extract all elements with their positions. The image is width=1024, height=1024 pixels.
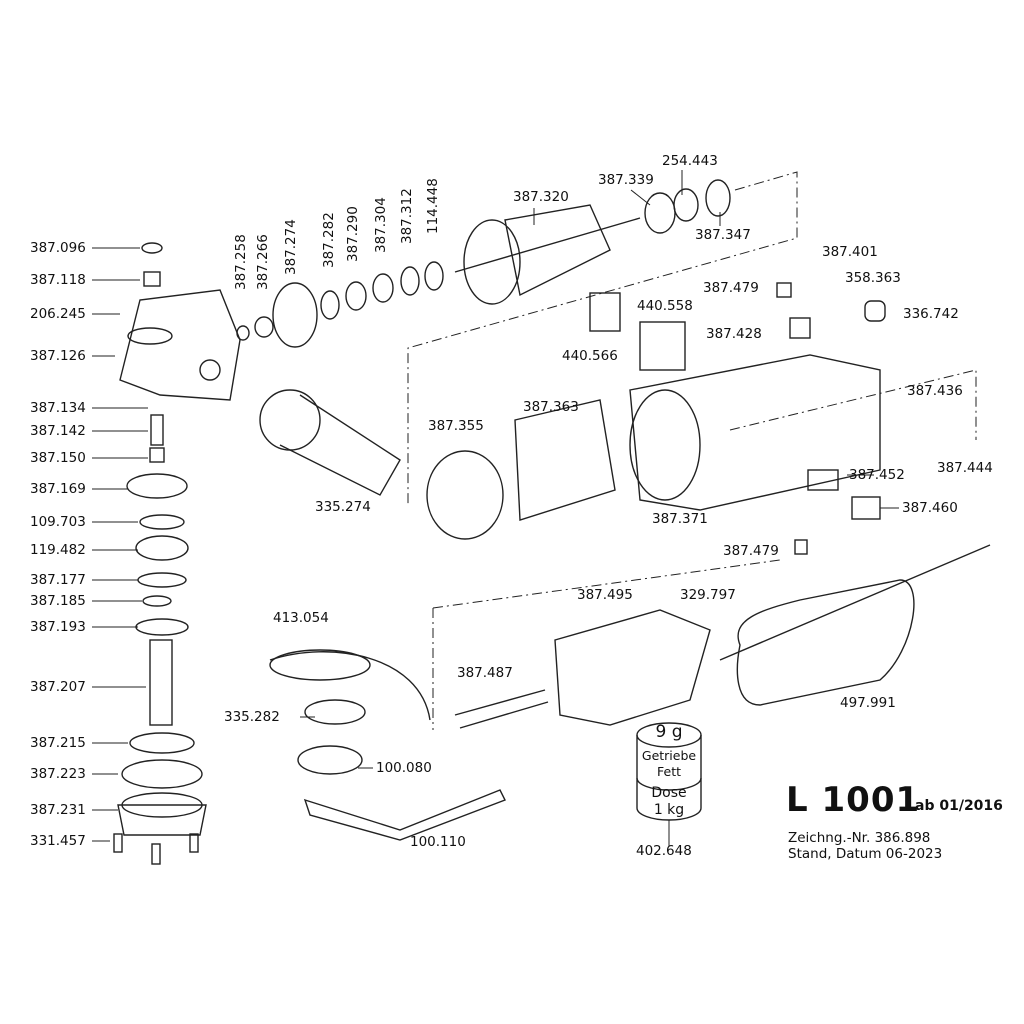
part-label: 331.457 (30, 833, 86, 849)
part-label: 387.096 (30, 240, 86, 256)
part-label: 387.282 (321, 212, 337, 268)
assembly-lines (407, 171, 977, 730)
part-label: 440.566 (562, 348, 618, 364)
part-label: 109.703 (30, 514, 86, 530)
status-date: Stand, Datum 06-2023 (788, 846, 943, 862)
part-label: 387.347 (695, 227, 751, 243)
part-label: 387.320 (513, 189, 569, 205)
part-label: 387.487 (457, 665, 513, 681)
part-label: 387.436 (907, 383, 963, 399)
leader-lines (92, 170, 899, 846)
can-text: Fett (657, 764, 681, 779)
can-text: 1 kg (653, 802, 685, 818)
part-label: 387.185 (30, 593, 86, 609)
part-label: 387.266 (255, 234, 271, 290)
part-label: 387.193 (30, 619, 86, 635)
part-label: 387.339 (598, 172, 654, 188)
model-title: L 1001 (786, 780, 921, 820)
part-label: 387.215 (30, 735, 86, 751)
part-label: 387.460 (902, 500, 958, 516)
part-label: 440.558 (637, 298, 693, 314)
part-label: 387.312 (399, 188, 415, 244)
part-label: 206.245 (30, 306, 86, 322)
can-text: Dose (651, 785, 687, 801)
part-label: 387.223 (30, 766, 86, 782)
part-label: 100.080 (376, 760, 432, 776)
part-label: 387.363 (523, 399, 579, 415)
part-label: 402.648 (636, 843, 692, 859)
part-label: 387.428 (706, 326, 762, 342)
part-label: 387.355 (428, 418, 484, 434)
part-label: 387.126 (30, 348, 86, 364)
part-label: 119.482 (30, 542, 86, 558)
part-label: 387.118 (30, 272, 86, 288)
part-label: 387.290 (345, 206, 361, 262)
part-label: 387.134 (30, 400, 86, 416)
part-label: 114.448 (425, 178, 441, 234)
part-label: 100.110 (410, 834, 466, 850)
part-label: 387.177 (30, 572, 86, 588)
part-label: 387.495 (577, 587, 633, 603)
part-label: 387.231 (30, 802, 86, 818)
part-label: 254.443 (662, 153, 718, 169)
drawing-number: Zeichng.-Nr. 386.898 (788, 830, 931, 846)
part-label: 358.363 (845, 270, 901, 286)
part-label: 387.479 (723, 543, 779, 559)
valid-from: ab 01/2016 (915, 798, 1003, 814)
part-label: 387.207 (30, 679, 86, 695)
part-label: 387.169 (30, 481, 86, 497)
part-label: 335.282 (224, 709, 280, 725)
part-label: 413.054 (273, 610, 329, 626)
part-label: 329.797 (680, 587, 736, 603)
part-label: 387.479 (703, 280, 759, 296)
part-label: 387.274 (283, 219, 299, 275)
part-label: 387.452 (849, 467, 905, 483)
part-label: 387.444 (937, 460, 993, 476)
part-label: 387.142 (30, 423, 86, 439)
part-label: 336.742 (903, 306, 959, 322)
part-label: 387.304 (373, 197, 389, 253)
part-label: 387.258 (233, 234, 249, 290)
part-label: 497.991 (840, 695, 896, 711)
part-label: 387.371 (652, 511, 708, 527)
can-text: Getriebe (641, 748, 697, 763)
can-amount: 9 g (655, 722, 683, 742)
part-label: 387.401 (822, 244, 878, 260)
part-label: 335.274 (315, 499, 371, 515)
part-label: 387.150 (30, 450, 86, 466)
